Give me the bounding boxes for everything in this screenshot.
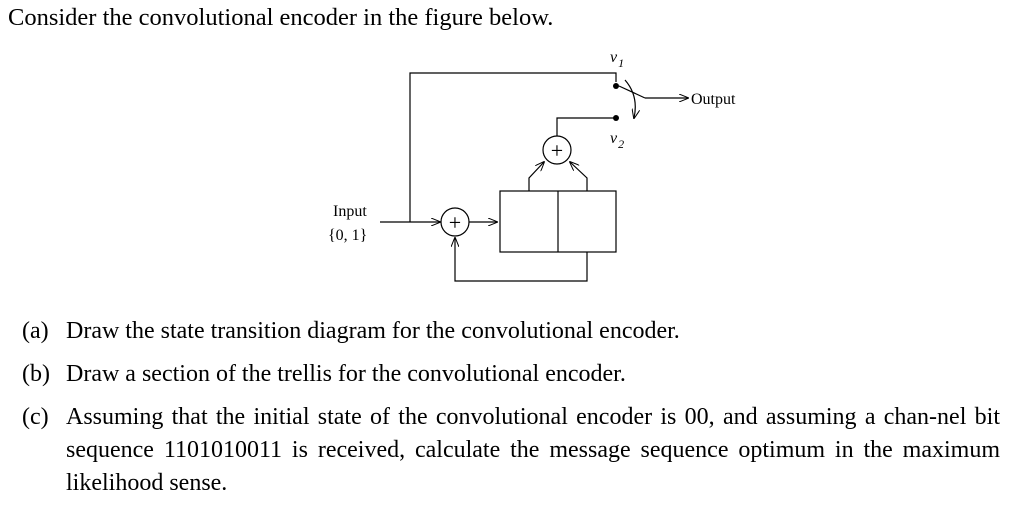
- question-a-text: Draw the state transition diagram for th…: [66, 318, 680, 344]
- input-adder-symbol: +: [449, 210, 461, 235]
- v2-label: v2: [610, 130, 624, 151]
- input-alphabet-label: {0, 1}: [328, 227, 367, 244]
- feedback-line: [455, 238, 588, 282]
- tap-2-line: [570, 162, 588, 191]
- question-c-label: (c): [22, 404, 49, 430]
- input-label: Input: [333, 203, 367, 220]
- v1-label: v1: [610, 49, 624, 70]
- switch-rotation-arrow: [624, 79, 635, 118]
- v2-path: [556, 117, 616, 136]
- question-b-label: (b): [22, 361, 50, 387]
- question-b-text: Draw a section of the trellis for the co…: [66, 361, 626, 387]
- problem-intro: Consider the convolutional encoder in th…: [8, 4, 554, 31]
- tap-1-line: [528, 162, 544, 191]
- question-c-text: Assuming that the initial state of the c…: [66, 404, 1000, 496]
- v2-contact: [613, 115, 619, 121]
- v1-path: [409, 72, 617, 222]
- question-a-label: (a): [22, 318, 49, 344]
- parity-adder-symbol: +: [551, 138, 563, 163]
- output-label: Output: [691, 91, 736, 108]
- encoder-diagram: + + v1 v2 Output Input {0, 1}: [328, 49, 736, 282]
- v1-contact: [613, 83, 619, 89]
